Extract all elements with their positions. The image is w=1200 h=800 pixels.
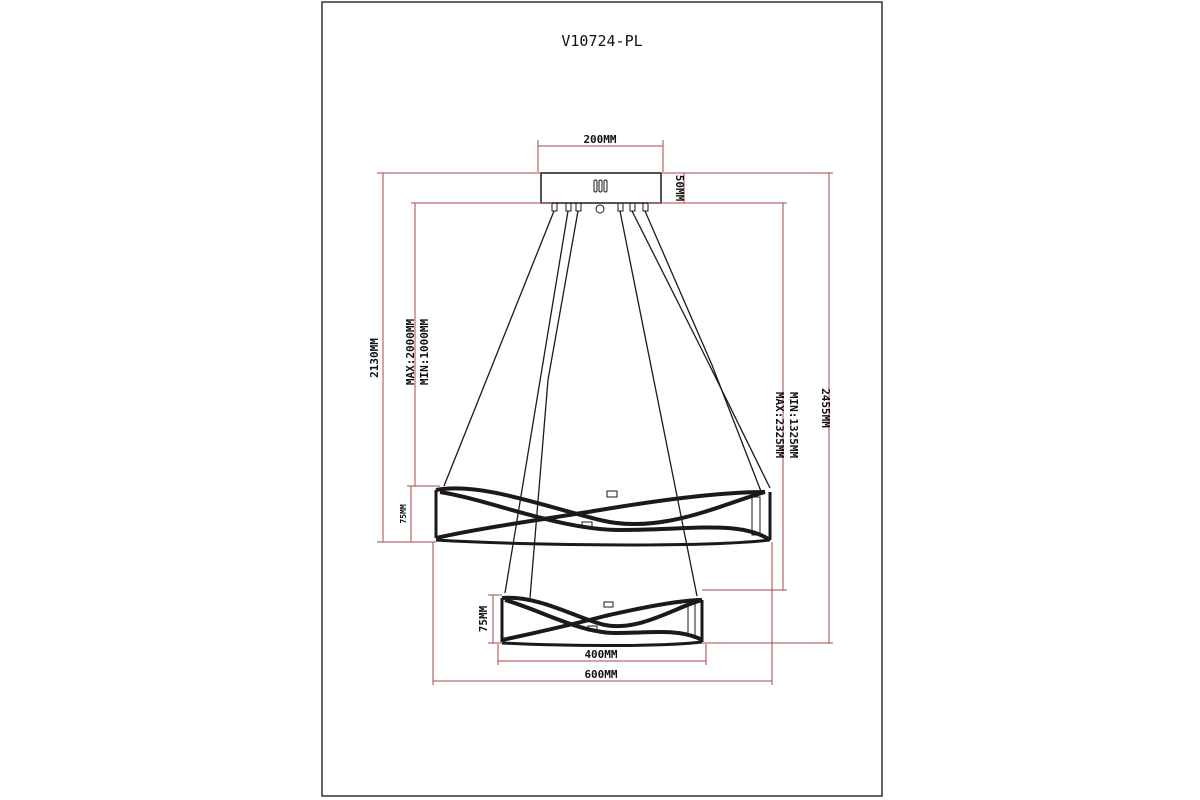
canopy-height-label: 50MM <box>673 175 686 202</box>
cable-min-label: MIN:1000MM <box>418 319 431 386</box>
upper-ring <box>434 486 772 547</box>
lower-ring <box>500 595 704 647</box>
canopy <box>540 172 662 214</box>
upper-ring-height-label: 75MM <box>399 504 408 523</box>
total-height-left-label: 2130MM <box>368 338 381 378</box>
lower-ring-height-label: 75MM <box>477 605 490 632</box>
canopy-width-label: 200MM <box>583 133 616 146</box>
large-ring-width-label: 600MM <box>584 668 617 681</box>
small-ring-width-label: 400MM <box>584 648 617 661</box>
drawing-frame <box>321 1 883 797</box>
model-title: V10724-PL <box>561 32 642 50</box>
lower-max-label: MAX:2325MM <box>773 392 786 459</box>
lower-min-label: MIN:1325MM <box>787 392 800 459</box>
total-height-right-label: 2455MM <box>819 388 832 428</box>
cable-max-label: MAX:2000MM <box>404 319 417 386</box>
suspension-cables <box>443 210 771 599</box>
dimension-lines <box>377 140 833 685</box>
